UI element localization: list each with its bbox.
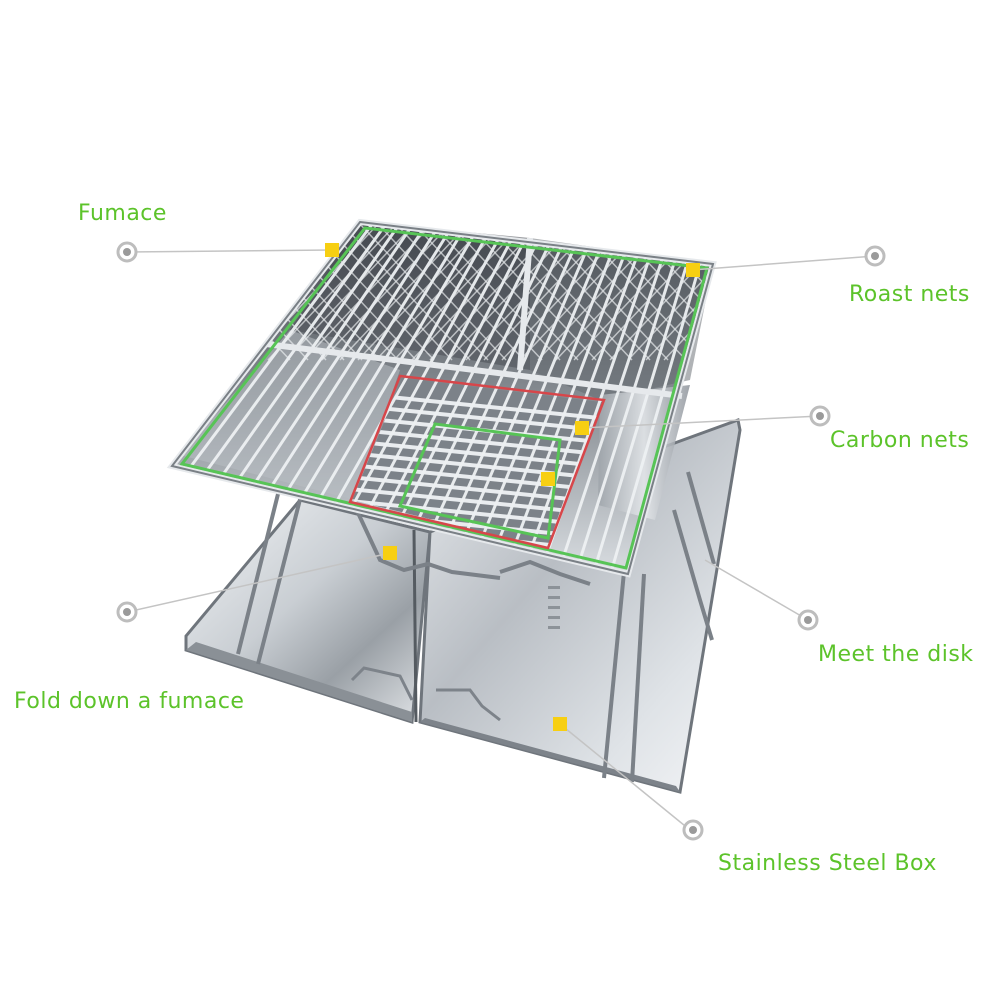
roast-net-wire — [561, 257, 664, 560]
label-fold-down: Fold down a fumace — [14, 689, 245, 714]
leader-fold — [126, 552, 391, 613]
roast-net-wire — [699, 222, 713, 361]
marker-roast — [686, 263, 700, 277]
roast-net-wire — [463, 248, 589, 537]
roast-net-wire — [718, 222, 848, 360]
roast-net-wire — [627, 222, 713, 361]
endpoint-dots — [116, 241, 886, 841]
roast-net-wire — [375, 222, 507, 361]
roast-net-wire — [267, 222, 399, 361]
roast-net-wire — [333, 236, 488, 506]
roast-net-wire — [512, 252, 627, 548]
label-meet-disk: Meet the disk — [818, 642, 974, 667]
roast-net-wire — [609, 222, 713, 361]
leader-box — [559, 723, 691, 831]
roast-net-wire — [285, 222, 417, 361]
roast-net-wire — [284, 231, 450, 494]
roast-net-wire — [349, 237, 500, 510]
circle-target-icon-furnace — [116, 241, 138, 263]
label-roast-nets: Roast nets — [849, 282, 970, 307]
marker-box — [553, 717, 567, 731]
roast-net-wire — [382, 240, 526, 517]
roast-net-outline — [179, 226, 709, 570]
circle-target-icon-carbon — [809, 405, 831, 427]
circle-target-icon-meet — [797, 609, 819, 631]
roast-net-wire — [736, 222, 866, 360]
marker-fold — [383, 546, 397, 560]
roast-net-wire — [736, 222, 866, 360]
leader-roast — [691, 255, 876, 271]
circle-target-icon-box — [682, 819, 704, 841]
leader-lines — [126, 249, 876, 831]
yellow-markers — [325, 243, 700, 731]
roast-net-wire — [577, 259, 677, 563]
furnace-outline — [348, 374, 606, 550]
marker-furnace — [325, 243, 339, 257]
roast-net-wire — [357, 222, 489, 361]
roast-net-wire — [366, 239, 513, 513]
roast-net-wire — [610, 262, 702, 571]
circle-target-icon-roast — [864, 245, 886, 267]
label-furnace: Fumace — [78, 201, 167, 226]
roast-net-wire — [528, 254, 639, 552]
leader-carbon — [581, 415, 821, 429]
roast-net-wire — [303, 222, 435, 361]
carbon-net-wire — [352, 426, 602, 458]
circle-target-icon-fold — [116, 601, 138, 623]
roast-net-wire — [252, 228, 425, 487]
marker-carbon — [575, 421, 589, 435]
leader-furnace — [126, 249, 333, 253]
carbon-net-outline — [397, 422, 562, 540]
roast-net-wire — [321, 222, 453, 361]
marker-inner — [541, 472, 555, 486]
roast-net-wire — [480, 249, 601, 540]
folding-legs — [236, 469, 716, 783]
label-carbon-nets: Carbon nets — [830, 428, 970, 453]
roast-net-wire — [663, 222, 713, 361]
roast-net-wire — [699, 222, 713, 361]
label-steel-box: Stainless Steel Box — [718, 851, 937, 876]
roast-net-wire — [339, 222, 471, 361]
leader-meet — [704, 559, 809, 621]
roast-net-wire — [235, 227, 412, 483]
roast-net-wire — [718, 222, 848, 360]
